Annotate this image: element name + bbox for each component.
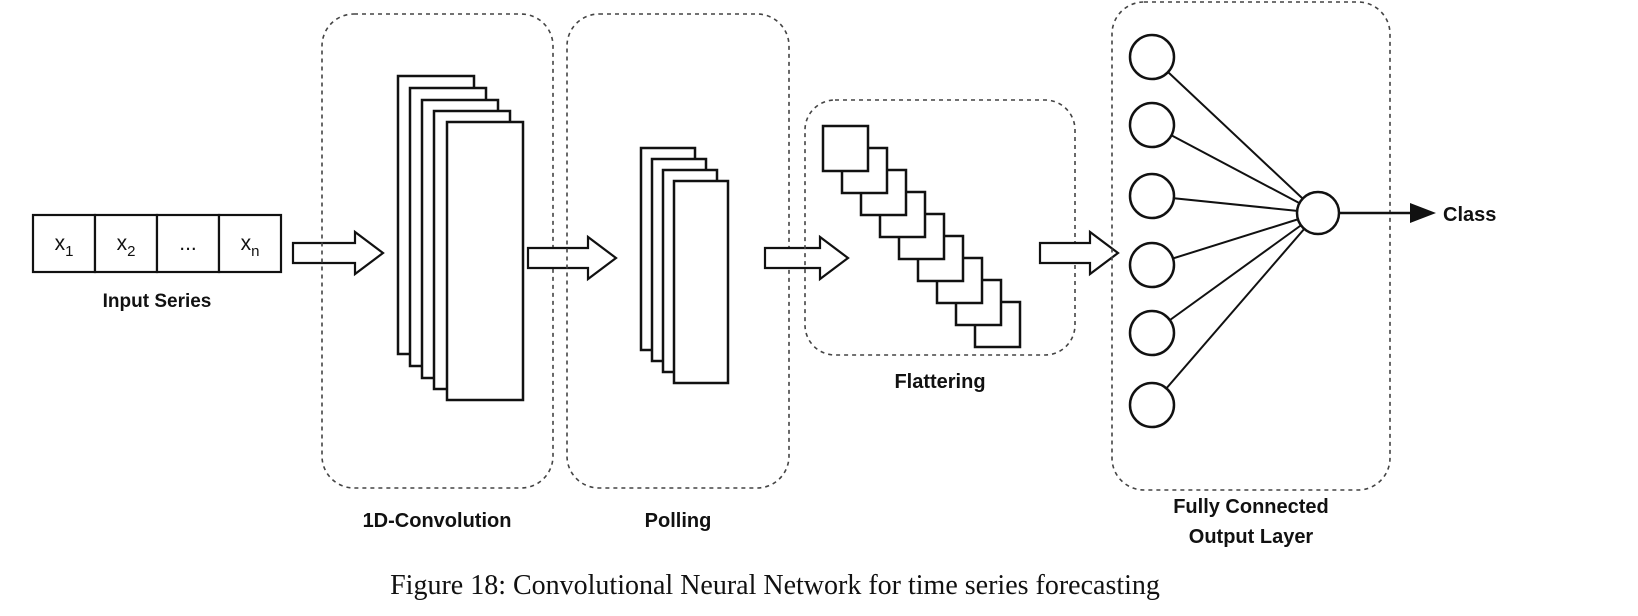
connection-line [1151,56,1319,214]
pooled-map [672,179,730,385]
input-cell [93,213,159,274]
flow-arrow [526,234,618,282]
hidden-neuron [1128,381,1176,429]
input-cell-label: ... [179,232,197,255]
polling-layer-boundary [566,13,790,489]
input-cell-label: xn [241,232,260,260]
output-arrowhead-icon [1410,203,1436,223]
class-output-group: Class [1339,203,1496,226]
flow-arrow [291,229,385,277]
input-series-label: Input Series [103,291,212,312]
hidden-neuron [1128,101,1176,149]
connection-line [1151,212,1319,266]
input-cell [155,213,221,274]
hidden-neuron [1128,309,1176,357]
fully-connected-group: Fully Connected Output Layer [1111,1,1391,548]
conv-layer-label: 1D-Convolution [363,510,512,532]
fc-layer-label-line2: Output Layer [1189,526,1314,548]
hidden-neuron [1128,33,1176,81]
fc-layer-label-line1: Fully Connected [1173,496,1329,518]
polling-layer-label: Polling [645,510,712,532]
connection-line [1151,195,1319,214]
flattened-unit [821,124,870,173]
flattening-layer-group: Flattering [804,99,1076,393]
figure-caption: Figure 18: Convolutional Neural Network … [390,570,1160,601]
connection-line [1151,212,1319,406]
flow-arrow [1038,229,1120,277]
conv-layer-boundary [321,13,554,489]
input-cell [31,213,97,274]
hidden-neuron [1128,241,1176,289]
output-neuron [1295,190,1341,236]
hidden-neuron [1128,172,1176,220]
fc-layer-boundary [1111,1,1391,491]
connection-line [1151,212,1319,334]
input-cell-label: x1 [55,232,74,260]
input-series-group: x1 x2 ... xn Input Series [31,213,283,312]
flattening-layer-label: Flattering [894,371,985,393]
input-cell-label: x2 [117,232,136,260]
conv-layer-group: 1D-Convolution [321,13,554,532]
flattening-layer-boundary [804,99,1076,356]
input-cell [217,213,283,274]
feature-map [445,120,525,402]
class-label: Class [1443,204,1496,226]
polling-layer-group: Polling [566,13,790,532]
flow-arrow [763,234,850,282]
connection-line [1151,124,1319,214]
